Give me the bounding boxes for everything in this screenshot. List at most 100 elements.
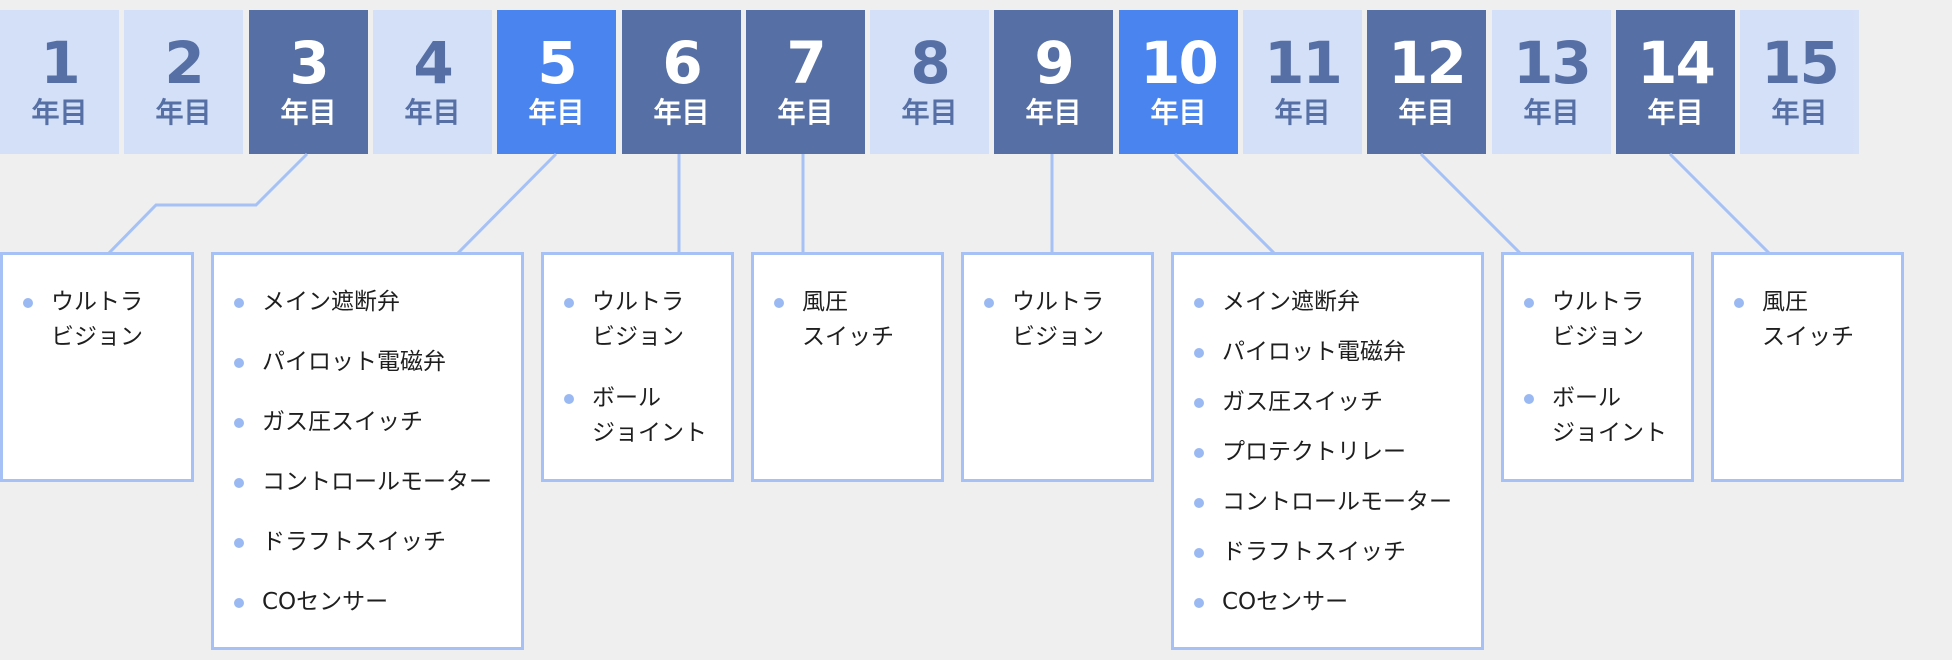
bullet-icon [23, 298, 33, 308]
year-suffix: 年目 [404, 96, 461, 129]
parts-list: ウルトラ ビジョン [980, 285, 1151, 355]
year-suffix: 年目 [155, 96, 212, 129]
year-number: 14 [1637, 29, 1716, 97]
part-item: COセンサー [1190, 585, 1481, 620]
part-name: プロテクトリレー [1222, 439, 1406, 465]
connector-year-14 [1668, 152, 1772, 256]
connector-year-5 [455, 152, 558, 256]
parts-list: ウルトラ ビジョンボール ジョイント [560, 285, 731, 451]
parts-list: ウルトラ ビジョンボール ジョイント [1520, 285, 1691, 451]
part-name: ガス圧スイッチ [1222, 389, 1383, 415]
parts-list: 風圧 スイッチ [1730, 285, 1901, 355]
year-number: 3 [289, 29, 329, 97]
year-number: 4 [413, 29, 453, 97]
part-name: コントロールモーター [1222, 489, 1452, 515]
part-item: パイロット電磁弁 [230, 345, 521, 380]
year-suffix: 年目 [901, 96, 958, 129]
part-name: ボール ジョイント [592, 385, 707, 446]
year-number: 1 [40, 29, 80, 97]
parts-card-year-6: ウルトラ ビジョンボール ジョイント [541, 252, 734, 482]
bullet-icon [1194, 398, 1204, 408]
part-name: ウルトラ ビジョン [51, 289, 143, 350]
part-item: パイロット電磁弁 [1190, 335, 1481, 370]
parts-card-year-14: 風圧 スイッチ [1711, 252, 1904, 482]
year-number: 8 [910, 29, 950, 97]
year-number: 2 [164, 29, 204, 97]
parts-card-year-12: ウルトラ ビジョンボール ジョイント [1501, 252, 1694, 482]
parts-list: メイン遮断弁パイロット電磁弁ガス圧スイッチプロテクトリレーコントロールモータード… [1190, 285, 1481, 620]
year-number: 13 [1513, 29, 1592, 97]
bullet-icon [774, 298, 784, 308]
year-number: 6 [662, 29, 702, 97]
part-item: ボール ジョイント [1520, 381, 1691, 451]
part-item: COセンサー [230, 585, 521, 620]
year-suffix: 年目 [1150, 96, 1207, 129]
part-name: ドラフトスイッチ [1222, 539, 1406, 565]
bullet-icon [234, 598, 244, 608]
part-name: COセンサー [1222, 589, 1349, 615]
part-name: ウルトラ ビジョン [592, 289, 684, 350]
bullet-icon [1194, 298, 1204, 308]
year-number: 11 [1264, 29, 1343, 97]
part-name: コントロールモーター [262, 469, 492, 495]
bullet-icon [234, 358, 244, 368]
year-suffix: 年目 [1398, 96, 1455, 129]
bullet-icon [234, 298, 244, 308]
year-number: 15 [1761, 29, 1840, 97]
year-number: 10 [1140, 29, 1219, 97]
part-name: メイン遮断弁 [262, 289, 400, 315]
year-number: 5 [537, 29, 577, 97]
year-suffix: 年目 [280, 96, 337, 129]
year-suffix: 年目 [1771, 96, 1828, 129]
parts-card-year-9: ウルトラ ビジョン [961, 252, 1154, 482]
bullet-icon [1194, 548, 1204, 558]
year-number: 9 [1034, 29, 1074, 97]
connector-year-12 [1419, 152, 1523, 256]
year-suffix: 年目 [1025, 96, 1082, 129]
parts-card-year-7: 風圧 スイッチ [751, 252, 944, 482]
part-name: 風圧 スイッチ [802, 289, 894, 350]
parts-card-year-10: メイン遮断弁パイロット電磁弁ガス圧スイッチプロテクトリレーコントロールモータード… [1171, 252, 1484, 650]
part-item: 風圧 スイッチ [1730, 285, 1901, 355]
part-item: ガス圧スイッチ [230, 405, 521, 440]
parts-card-year-3: ウルトラ ビジョン [0, 252, 194, 482]
bullet-icon [234, 538, 244, 548]
part-item: ウルトラ ビジョン [980, 285, 1151, 355]
connector-year-3 [106, 152, 309, 256]
bullet-icon [1524, 394, 1534, 404]
part-name: ウルトラ ビジョン [1552, 289, 1644, 350]
bullet-icon [1194, 348, 1204, 358]
bullet-icon [234, 478, 244, 488]
part-name: メイン遮断弁 [1222, 289, 1360, 315]
part-item: コントロールモーター [230, 465, 521, 500]
part-item: メイン遮断弁 [230, 285, 521, 320]
part-item: ガス圧スイッチ [1190, 385, 1481, 420]
timeline-fade [1850, 10, 1952, 154]
year-suffix: 年目 [1523, 96, 1580, 129]
part-item: ドラフトスイッチ [1190, 535, 1481, 570]
part-item: ボール ジョイント [560, 381, 731, 451]
year-number: 12 [1388, 29, 1467, 97]
year-suffix: 年目 [1274, 96, 1331, 129]
part-name: パイロット電磁弁 [262, 349, 446, 375]
parts-list: 風圧 スイッチ [770, 285, 941, 355]
year-suffix: 年目 [528, 96, 585, 129]
